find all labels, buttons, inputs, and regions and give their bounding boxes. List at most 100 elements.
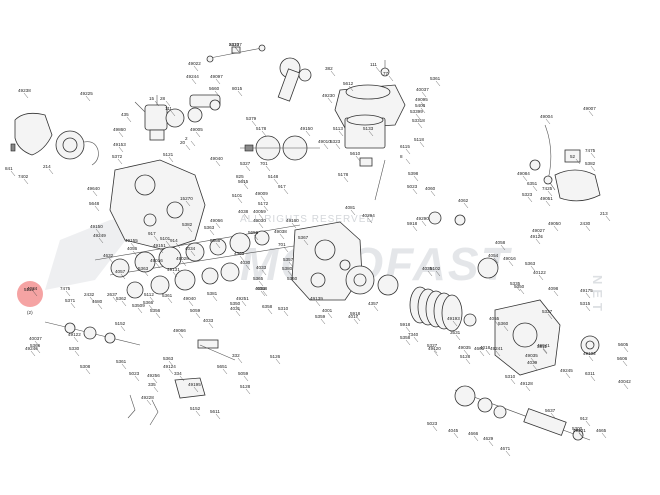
leader-line: [121, 363, 127, 370]
part-number-label: 5651: [217, 364, 228, 369]
leader-line: [508, 260, 514, 267]
leader-line: [503, 325, 509, 332]
part-number-label: 8: [400, 154, 403, 159]
leader-line: [118, 146, 124, 153]
part-number-label: 6311: [585, 371, 595, 376]
part-number-label: 5606: [617, 356, 628, 361]
leader-line: [195, 312, 201, 319]
part-number-label: 5918: [407, 221, 418, 226]
part-number-label: 5918: [400, 322, 411, 327]
part-number-label: 15: [149, 96, 155, 101]
part-number-label: 5358: [400, 335, 411, 340]
leader-line: [530, 265, 536, 272]
part-number-label: 4017: [348, 314, 359, 319]
part-number-label: 5615: [238, 179, 249, 184]
part-number-label: 49027: [532, 228, 545, 233]
leader-line: [10, 170, 16, 177]
leader-line: [134, 375, 140, 382]
leader-line: [590, 152, 596, 159]
highlight-circle[interactable]: [17, 281, 43, 307]
leader-line: [485, 349, 491, 356]
leader-line: [419, 141, 425, 148]
leader-line: [97, 303, 103, 310]
leader-line: [241, 178, 247, 185]
leader-line: [432, 347, 438, 354]
leader-line: [146, 399, 152, 406]
part-number-label: 5152: [190, 406, 201, 411]
leader-line: [547, 313, 553, 320]
part-number-label: 5360: [498, 321, 509, 326]
part-number-label: 5359: [315, 314, 326, 319]
leader-line: [265, 165, 271, 172]
leader-line: [243, 375, 249, 382]
part-number-label: 5310: [278, 306, 289, 311]
leader-line: [532, 185, 538, 192]
part-number-label: 4661: [474, 346, 485, 351]
leader-line: [212, 295, 218, 302]
part-number-label: 5323: [522, 192, 533, 197]
leader-line: [292, 280, 298, 287]
part-number-label: 49225: [80, 91, 93, 96]
leader-line: [550, 412, 556, 419]
part-number-label: 841: [5, 166, 13, 171]
leader-line: [237, 90, 243, 97]
part-number-label: 49051: [540, 196, 553, 201]
part-number-label: 5102: [430, 266, 441, 271]
part-number-label: 4031: [230, 306, 241, 311]
part-number-label: 52: [570, 154, 576, 159]
leader-line: [262, 290, 268, 297]
leader-line: [185, 144, 191, 151]
leader-line: [261, 269, 267, 276]
kickstart-lever: [529, 124, 601, 202]
leader-line: [154, 100, 160, 107]
part-number-label: 5357: [283, 257, 294, 262]
leader-line: [590, 165, 596, 172]
leader-line: [453, 432, 459, 439]
part-number-label: 3531: [450, 330, 461, 335]
leader-line: [172, 271, 178, 278]
part-number-label: 6358: [257, 286, 268, 291]
leader-line: [74, 350, 80, 357]
part-number-label: 3511: [537, 344, 547, 349]
part-number-label: 49124: [163, 364, 176, 369]
leader-line: [415, 113, 421, 120]
leader-line: [435, 270, 441, 277]
part-number-label: 5363: [163, 356, 174, 361]
leader-line: [455, 334, 461, 341]
part-number-label: 4001: [322, 308, 333, 313]
leader-line: [545, 118, 551, 125]
leader-line: [185, 200, 191, 207]
part-number-label: 5323: [229, 42, 240, 47]
leader-line: [283, 246, 289, 253]
leader-line: [305, 130, 311, 137]
leader-line: [137, 307, 143, 314]
part-number-label: 15270: [180, 196, 193, 201]
part-number-label: 49035: [458, 345, 471, 350]
leader-line: [515, 285, 521, 292]
leader-line: [525, 385, 531, 392]
leader-line: [253, 234, 259, 241]
part-number-label: 49228: [141, 395, 154, 400]
leader-line: [350, 209, 356, 216]
part-number-label: 435: [121, 112, 129, 117]
leader-line: [263, 205, 269, 212]
gearbox-shafts: [94, 224, 301, 299]
part-number-label: 49131: [167, 267, 180, 272]
highlight-sub: (2): [27, 310, 33, 315]
leader-line: [537, 232, 543, 239]
leader-line: [258, 222, 264, 229]
leader-line: [70, 302, 76, 309]
leader-line: [187, 226, 193, 233]
part-number-label: 40294: [362, 213, 375, 218]
leader-line: [92, 190, 98, 197]
part-number-label: 5350: [514, 284, 525, 289]
highlight-marker[interactable]: 5112 (2): [17, 281, 43, 315]
part-number-label: 917: [278, 184, 286, 189]
leader-line: [427, 270, 433, 277]
part-number-label: 49122: [68, 332, 81, 337]
part-number-label: 49150: [90, 224, 103, 229]
leader-line: [34, 340, 40, 347]
part-number-label: 49022: [188, 61, 201, 66]
leader-line: [495, 350, 501, 357]
part-number-label: 49175: [580, 288, 593, 293]
